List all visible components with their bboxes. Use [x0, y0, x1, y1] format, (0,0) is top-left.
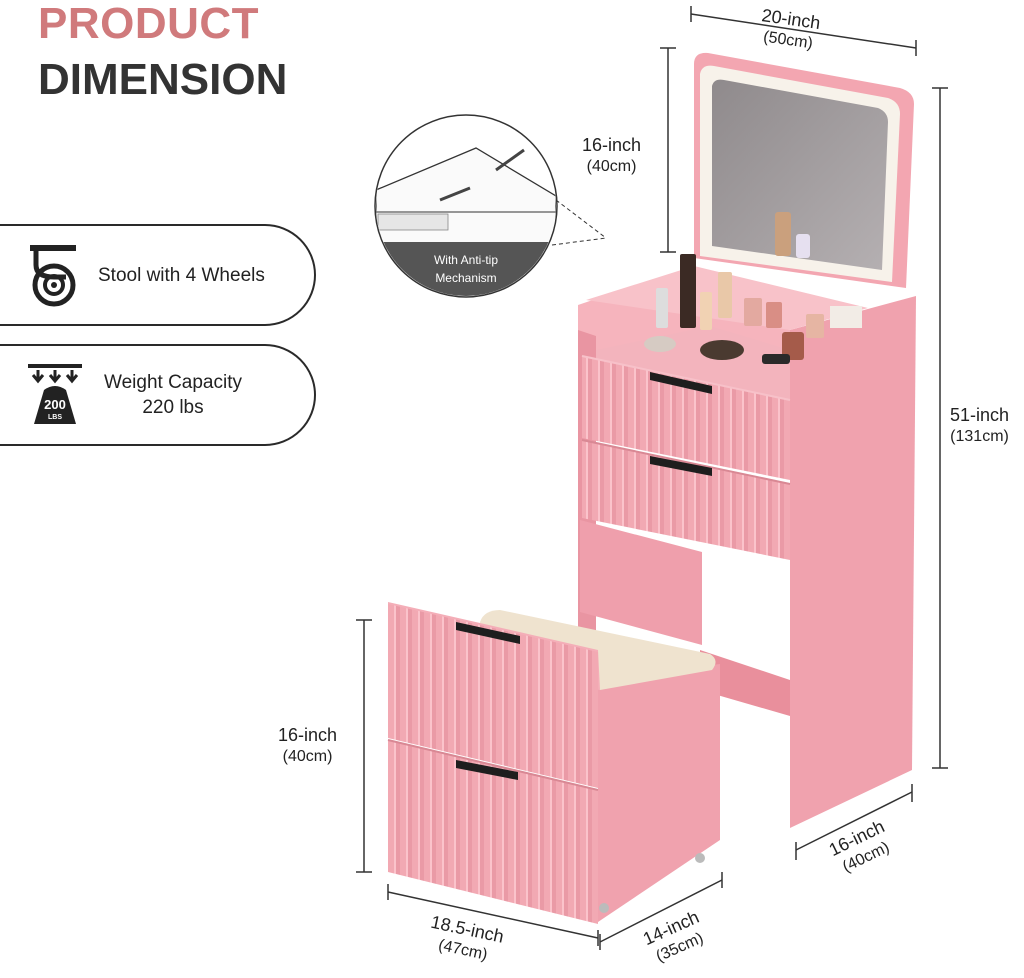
stool-side: [598, 664, 720, 922]
stool-drawer-bottom-handle[interactable]: [456, 760, 518, 780]
mirror-shelf-bottle: [775, 212, 791, 256]
vanity-drawer-top-handle[interactable]: [650, 372, 712, 394]
feature-wheels: Stool with 4 Wheels: [0, 224, 316, 326]
vanity-side-panel: [790, 296, 916, 828]
title-product: PRODUCT: [38, 0, 260, 48]
feature-weight-label-2: 220 lbs: [142, 397, 204, 418]
dim-label-stool-height: 16-inch (40cm): [278, 724, 337, 768]
dim-line-stool-width: [387, 884, 599, 946]
dim-stool-height-cm: (40cm): [282, 748, 333, 765]
weight-badge-number: 200: [44, 397, 66, 412]
dim-label-vanity-height: 51-inch (131cm): [950, 404, 1009, 448]
dim-line-vanity-depth: [795, 784, 913, 860]
feature-weight: 200 LBS Weight Capacity 220 lbs: [0, 344, 316, 446]
dim-mirror-height-inch: 16-inch: [582, 135, 642, 155]
anti-tip-label-2: Mechanism: [435, 271, 496, 285]
anti-tip-callout: With Anti-tip Mechanism: [374, 114, 607, 298]
stool-drawer-top-handle[interactable]: [456, 622, 520, 644]
feature-weight-label-1: Weight Capacity: [104, 372, 242, 393]
dim-line-mirror-height: [660, 47, 676, 253]
dim-label-vanity-width: 20-inch (50cm): [757, 4, 822, 56]
anti-tip-label-1: With Anti-tip: [434, 253, 498, 267]
dim-stool-height-inch: 16-inch: [278, 725, 338, 745]
stool-wheel-icon: [599, 903, 609, 913]
caster-wheel-icon: [20, 240, 90, 310]
dim-label-mirror-height: 16-inch (40cm): [582, 134, 641, 178]
dim-vanity-height-cm: (131cm): [950, 428, 1009, 445]
dim-line-stool-depth: [599, 872, 723, 950]
mirror-shelf-jar: [796, 234, 810, 258]
dim-vanity-height-inch: 51-inch: [950, 405, 1010, 425]
feature-wheels-label: Stool with 4 Wheels: [98, 264, 265, 286]
dim-mirror-height-cm: (40cm): [586, 158, 637, 175]
vanity-crossbar: [700, 650, 790, 716]
title-dimension: DIMENSION: [38, 55, 288, 104]
dim-line-vanity-height: [932, 87, 948, 769]
weight-200lbs-icon: 200 LBS: [20, 360, 90, 430]
stool-wheel-icon: [695, 853, 705, 863]
vanity-drawer-top: [582, 356, 790, 480]
vanity-drawer-bottom: [582, 440, 790, 560]
cosmetics: [644, 254, 862, 364]
weight-badge-unit: LBS: [48, 414, 62, 421]
dim-line-vanity-width: [690, 6, 917, 56]
vanity-left-leg-front: [580, 520, 702, 645]
stool: [387, 602, 720, 924]
stool-drawer-bottom: [388, 740, 598, 924]
vanity-drawer-bottom-handle[interactable]: [650, 456, 712, 476]
mirror: [694, 52, 914, 288]
stool-drawer-top: [388, 604, 598, 788]
dim-line-stool-height: [356, 619, 372, 873]
